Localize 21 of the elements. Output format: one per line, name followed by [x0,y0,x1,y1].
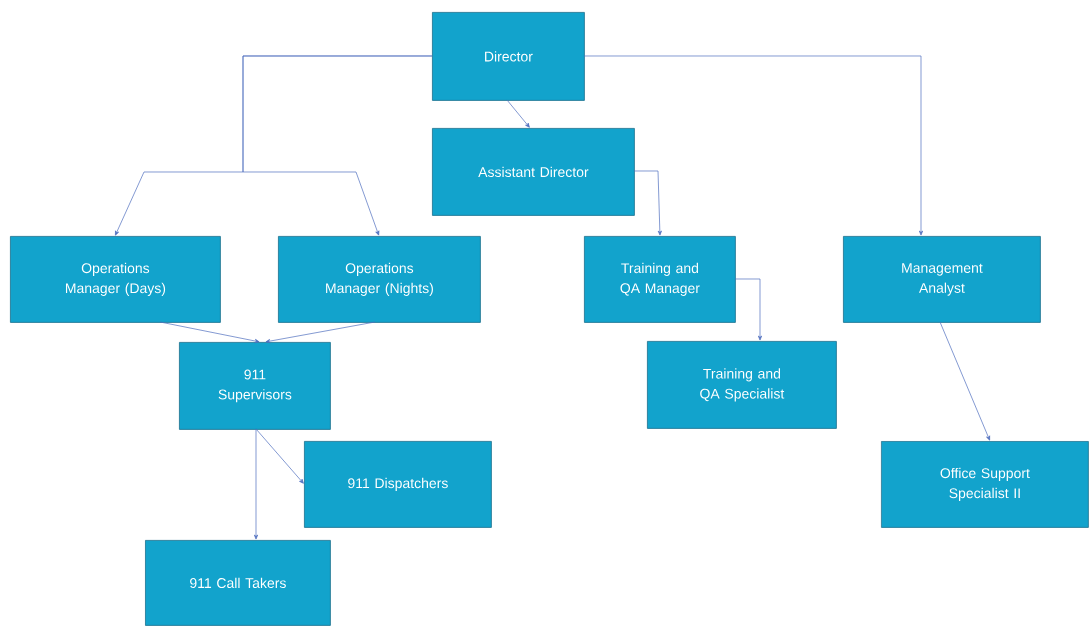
position-box: 911 Dispatchers [304,441,492,528]
arrow [242,55,433,236]
arrow [253,428,259,540]
position-box: Training and QA Specialist [647,341,837,429]
arrow [255,428,304,484]
arrow [633,170,662,236]
arrow [506,99,530,128]
position-box: Training and QA Manager [584,236,736,323]
position-box: Management Analyst [843,236,1041,323]
position-box: Office Support Specialist II [881,441,1089,528]
arrow [939,321,990,441]
position-box: Director [432,12,585,101]
position-box: Assistant Director [432,128,635,216]
position-box: 911 Call Takers [145,540,331,626]
position-box: Operations Manager (Nights) [278,236,481,323]
arrow [734,278,763,341]
position-box: 911 Supervisors [179,342,331,430]
arrow [265,321,376,344]
position-box: Operations Manager (Days) [10,236,221,323]
arrow [583,55,924,236]
arrow [159,321,260,344]
